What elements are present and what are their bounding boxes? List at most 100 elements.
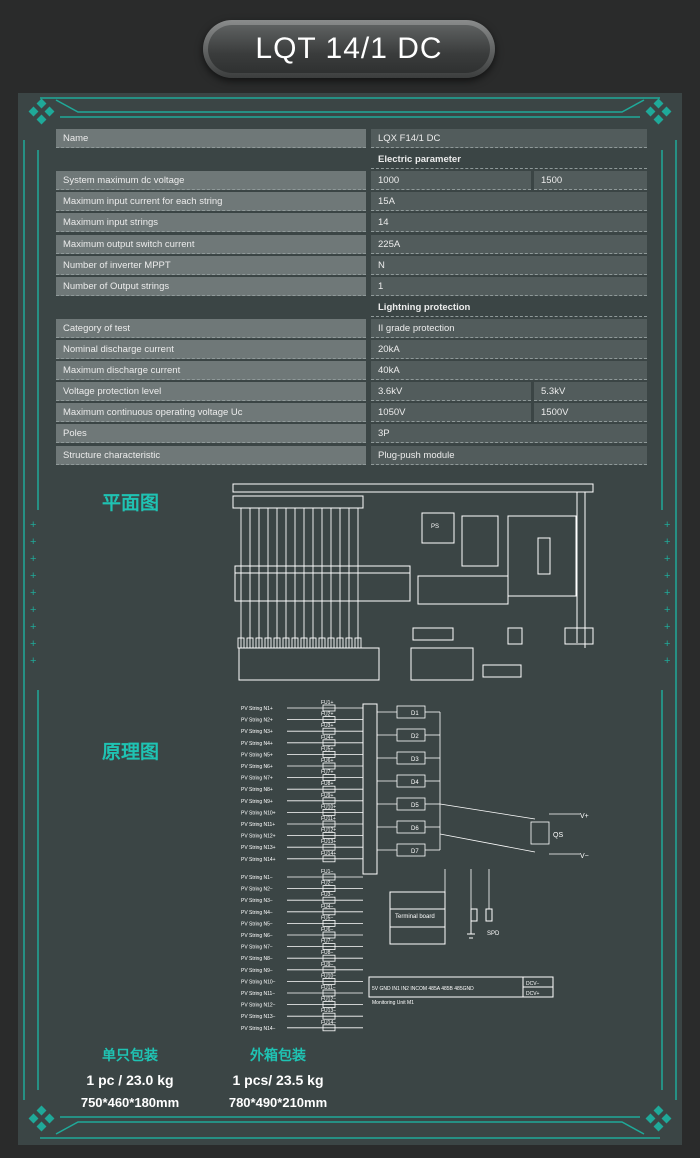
fuse-pos-label: FU12+ bbox=[321, 828, 336, 834]
fuse-pos bbox=[322, 832, 336, 840]
fuse-neg-label: FU10− bbox=[321, 973, 336, 979]
spec-value: 20kA bbox=[371, 340, 647, 359]
string-neg-label: PV String N9− bbox=[241, 968, 273, 974]
fuse-pos-label: FU2+ bbox=[321, 712, 333, 718]
outer-package: 外箱包装 1 pcs/ 23.5 kg 780*490*210mm bbox=[208, 1045, 348, 1110]
dcv-minus-text: DCV− bbox=[526, 981, 540, 987]
spec-value-2: 1500 bbox=[534, 171, 647, 191]
corner-ornament-bl bbox=[28, 1105, 55, 1132]
fuse-neg-label: FU13− bbox=[321, 1008, 336, 1014]
diode-label: D7 bbox=[411, 849, 419, 855]
spd-module bbox=[417, 575, 509, 605]
string-neg-label: PV String N7− bbox=[241, 945, 273, 951]
fuse-neg bbox=[322, 1001, 336, 1009]
diode-label: D6 bbox=[411, 826, 419, 832]
string-neg-label: PV String N13− bbox=[241, 1014, 276, 1020]
fuse-pos bbox=[322, 716, 336, 724]
fuse-pos bbox=[322, 762, 336, 770]
string-neg-label: PV String N14− bbox=[241, 1026, 276, 1032]
plus-mark: + bbox=[30, 621, 36, 633]
single-package-weight: 1 pc / 23.0 kg bbox=[86, 1072, 174, 1088]
string-pos-label: PV String N9+ bbox=[241, 799, 273, 805]
spec-value: 14 bbox=[371, 213, 647, 233]
plan-view-drawing: PS bbox=[232, 483, 594, 681]
plus-mark: + bbox=[30, 519, 36, 531]
plan-fuse bbox=[255, 637, 263, 649]
spec-label: Nominal discharge current bbox=[56, 340, 366, 359]
plus-mark: + bbox=[664, 553, 670, 565]
spec-label: Category of test bbox=[56, 318, 366, 338]
spec-value-2: 1500V bbox=[534, 403, 647, 423]
page-title: LQT 14/1 DC bbox=[208, 25, 490, 73]
combiner-body bbox=[234, 565, 411, 602]
single-package-dims: 750*460*180mm bbox=[80, 1095, 180, 1110]
fuse-pos bbox=[322, 727, 336, 735]
spec-label: Name bbox=[56, 129, 366, 148]
fuse-pos bbox=[322, 797, 336, 805]
spd-text: SPD bbox=[487, 931, 500, 937]
plus-mark: + bbox=[664, 655, 670, 667]
fuse-neg-label: FU7− bbox=[321, 939, 333, 945]
plan-fuse bbox=[300, 637, 308, 649]
ps-module bbox=[421, 512, 455, 544]
string-pos-label: PV String N2+ bbox=[241, 718, 273, 724]
spec-value: Plug-push module bbox=[371, 445, 647, 465]
spec-value: 1050V bbox=[371, 403, 531, 423]
fuse-neg bbox=[322, 977, 336, 985]
string-neg-label: PV String N3− bbox=[241, 898, 273, 904]
string-neg-label: PV String N2− bbox=[241, 887, 273, 893]
plus-mark: + bbox=[30, 638, 36, 650]
terminal-strip bbox=[482, 664, 522, 678]
spec-label: Voltage protection level bbox=[56, 382, 366, 402]
spec-value: II grade protection bbox=[371, 318, 647, 338]
string-pos-label: PV String N6+ bbox=[241, 764, 273, 770]
outer-package-weight: 1 pcs/ 23.5 kg bbox=[232, 1072, 324, 1088]
ps-text: PS bbox=[431, 524, 439, 530]
vplus-text: V+ bbox=[580, 813, 589, 820]
plus-mark: + bbox=[30, 570, 36, 582]
fuse-pos-label: FU1+ bbox=[321, 700, 333, 706]
top-bus bbox=[232, 483, 594, 493]
spec-label: Maximum discharge current bbox=[56, 361, 366, 381]
spec-value: 15A bbox=[371, 192, 647, 212]
fuse-neg-label: FU9− bbox=[321, 962, 333, 968]
schematic-label: 原理图 bbox=[102, 741, 160, 763]
plan-fuse bbox=[354, 637, 362, 649]
spec-label: System maximum dc voltage bbox=[56, 171, 366, 191]
spec-label: Number of inverter MPPT bbox=[56, 255, 366, 275]
spec-value: 1000 bbox=[371, 171, 531, 191]
fuse-neg-label: FU12− bbox=[321, 997, 336, 1003]
spec-value: 3.6kV bbox=[371, 382, 531, 402]
fuse-pos-label: FU4+ bbox=[321, 735, 333, 741]
fuse-pos-label: FU5+ bbox=[321, 746, 333, 752]
spec-value: 40kA bbox=[371, 361, 647, 381]
plan-label: 平面图 bbox=[102, 492, 160, 514]
qs-text: QS bbox=[553, 832, 563, 839]
diode-label: D1 bbox=[411, 711, 419, 717]
title-pill: LQT 14/1 DC bbox=[203, 20, 495, 78]
fuse-neg bbox=[322, 1012, 336, 1020]
fuse-neg bbox=[322, 885, 336, 893]
string-neg-label: PV String N5− bbox=[241, 921, 273, 927]
fuse-pos bbox=[322, 809, 336, 816]
plan-fuse bbox=[336, 637, 344, 649]
output-minus-wire bbox=[439, 833, 536, 853]
output-plus-wire bbox=[439, 803, 536, 820]
diode-label: D3 bbox=[411, 757, 419, 763]
string-neg-label: PV String N4− bbox=[241, 910, 273, 916]
string-neg-label: PV String N8− bbox=[241, 956, 273, 962]
string-pos-label: PV String N10+ bbox=[241, 810, 276, 816]
plan-fuse bbox=[264, 637, 272, 649]
fuse-pos bbox=[322, 774, 336, 781]
plus-mark: + bbox=[664, 604, 670, 616]
fuse-neg-label: FU14− bbox=[321, 1020, 336, 1026]
spec-value: 225A bbox=[371, 234, 647, 254]
fuse-pos bbox=[322, 785, 336, 793]
plus-mark: + bbox=[30, 655, 36, 667]
outer-package-title: 外箱包装 bbox=[250, 1048, 306, 1064]
